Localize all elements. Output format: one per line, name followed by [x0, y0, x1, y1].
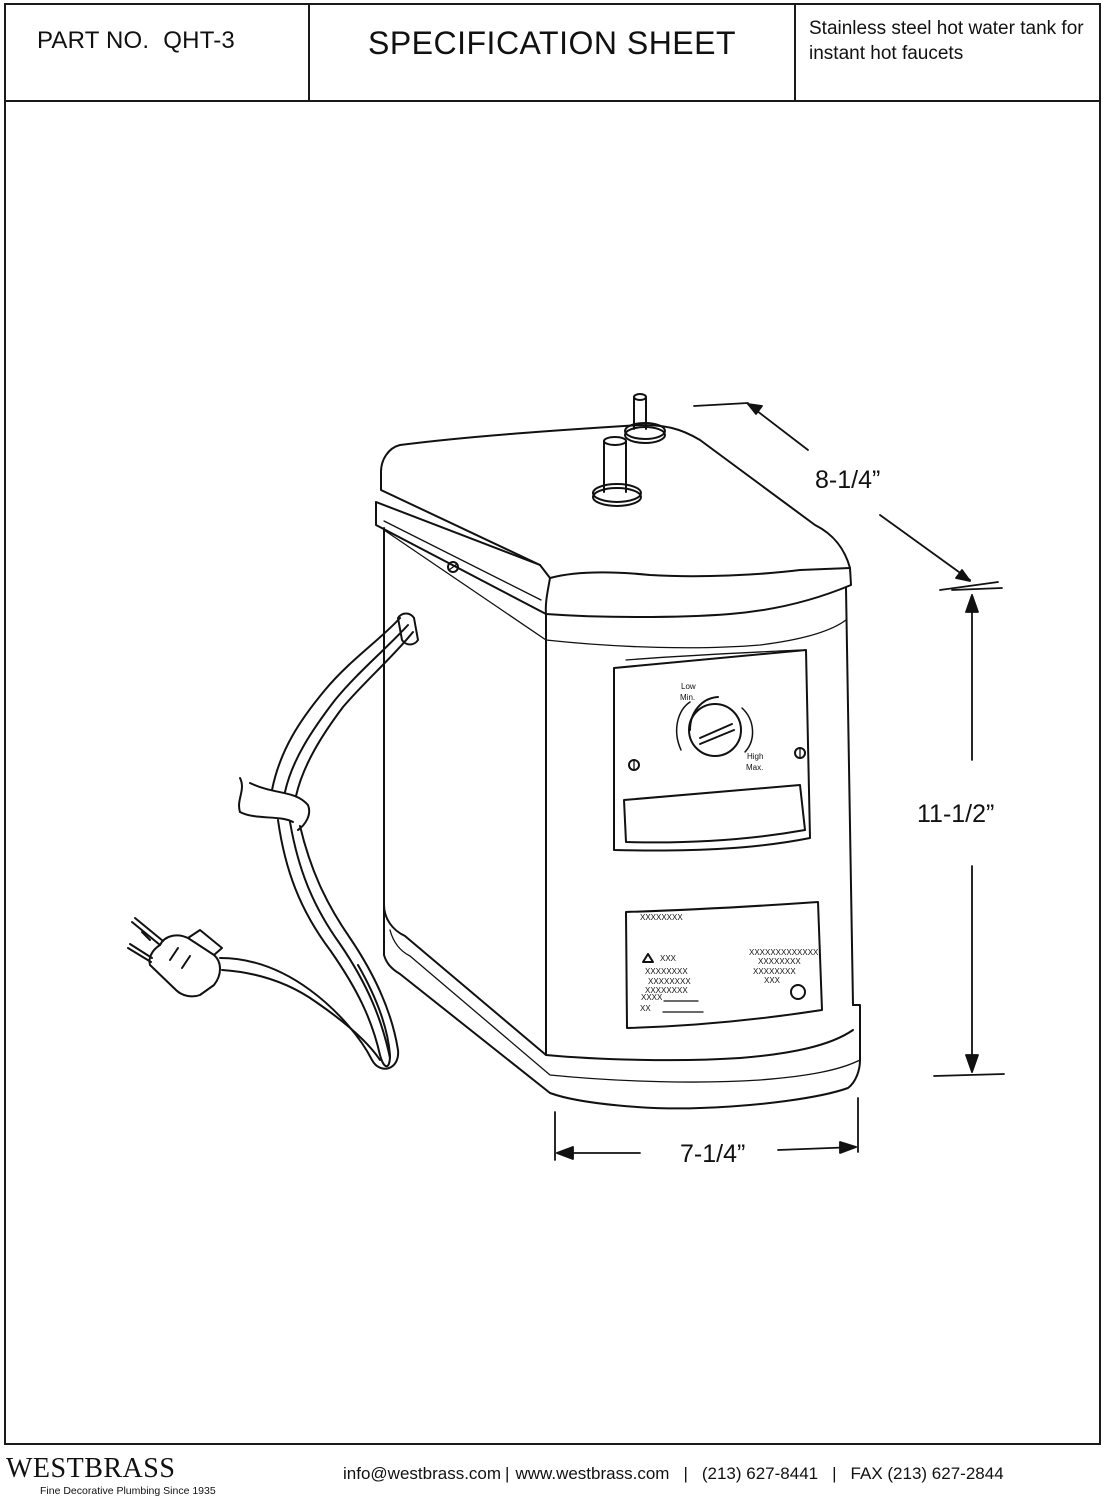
label-left-3: XXXXXXXX: [645, 986, 688, 995]
power-cord: [127, 612, 419, 1070]
label-right-1: XXXXXXXXXXXXX: [749, 948, 819, 957]
warning-icon: [642, 953, 654, 963]
title-cell: SPECIFICATION SHEET: [310, 5, 796, 100]
cord-break-mark: [238, 777, 311, 831]
website-link[interactable]: www.westbrass.com: [515, 1464, 670, 1483]
label-right-2: XXXXXXXX: [758, 957, 801, 966]
plug-prong-bottom: [127, 943, 153, 963]
tank-base: [383, 904, 861, 1110]
temperature-dial: [675, 696, 754, 757]
outlet-fitting-front: [592, 436, 642, 507]
height-dimension-label: 11-1/2”: [917, 800, 994, 828]
part-number-label: PART NO.: [37, 27, 150, 54]
control-panel: [613, 649, 811, 852]
panel-window: [623, 784, 806, 844]
phone-number: (213) 627-8441: [701, 1464, 819, 1483]
email-link[interactable]: info@westbrass.com: [343, 1464, 502, 1483]
brand-logo: WESTBRASS: [6, 1453, 176, 1484]
separator: |: [505, 1464, 510, 1483]
part-number-cell: PART NO. QHT-3: [6, 5, 310, 100]
dimension-lines: [554, 402, 1005, 1161]
label-right-3: XXXXXXXX: [753, 967, 796, 976]
label-field-2: XX: [640, 1004, 651, 1013]
dial-label-low: Low: [681, 682, 696, 691]
depth-dimension-label: 8-1/4”: [815, 466, 880, 494]
spec-sheet-frame: PART NO. QHT-3 SPECIFICATION SHEET Stainl…: [4, 3, 1101, 1445]
width-dimension-label: 7-1/4”: [680, 1140, 745, 1168]
side-screw: [447, 561, 459, 573]
label-field-1: XXXX: [641, 993, 663, 1002]
header-table: PART NO. QHT-3 SPECIFICATION SHEET Stainl…: [6, 5, 1099, 102]
product-description: Stainless steel hot water tank for insta…: [809, 18, 1084, 64]
dial-label-max: Max.: [746, 763, 763, 772]
outlet-fitting-rear: [624, 393, 666, 444]
part-number: PART NO. QHT-3: [37, 27, 235, 55]
label-left-2: XXXXXXXX: [648, 977, 691, 986]
description-cell: Stainless steel hot water tank for insta…: [796, 5, 1099, 100]
dial-label-high: High: [747, 752, 763, 761]
footer: WESTBRASS Fine Decorative Plumbing Since…: [0, 1445, 1105, 1500]
lid-band: [375, 501, 547, 615]
rating-label: [625, 901, 823, 1029]
brand-tagline: Fine Decorative Plumbing Since 1935: [40, 1485, 216, 1497]
separator: |: [683, 1464, 688, 1483]
label-right-4: XXX: [764, 976, 781, 985]
tank-body: [383, 527, 854, 1056]
separator: |: [832, 1464, 837, 1483]
page-title: SPECIFICATION SHEET: [367, 25, 737, 61]
contact-info: info@westbrass.com|www.westbrass.com|(21…: [343, 1464, 1004, 1484]
label-left-1: XXXXXXXX: [645, 967, 688, 976]
product-drawing: 8-1/4” 11-1/2” 7-1/4” Low Min. High Max.…: [127, 393, 1005, 1168]
label-line-1: XXXXXXXX: [640, 913, 683, 922]
fax-number: FAX (213) 627-2844: [850, 1464, 1004, 1483]
part-number-value: QHT-3: [163, 27, 235, 54]
plug-prong-top: [131, 917, 164, 946]
label-warning-text: XXX: [660, 954, 677, 963]
dial-label-min: Min.: [680, 693, 695, 702]
